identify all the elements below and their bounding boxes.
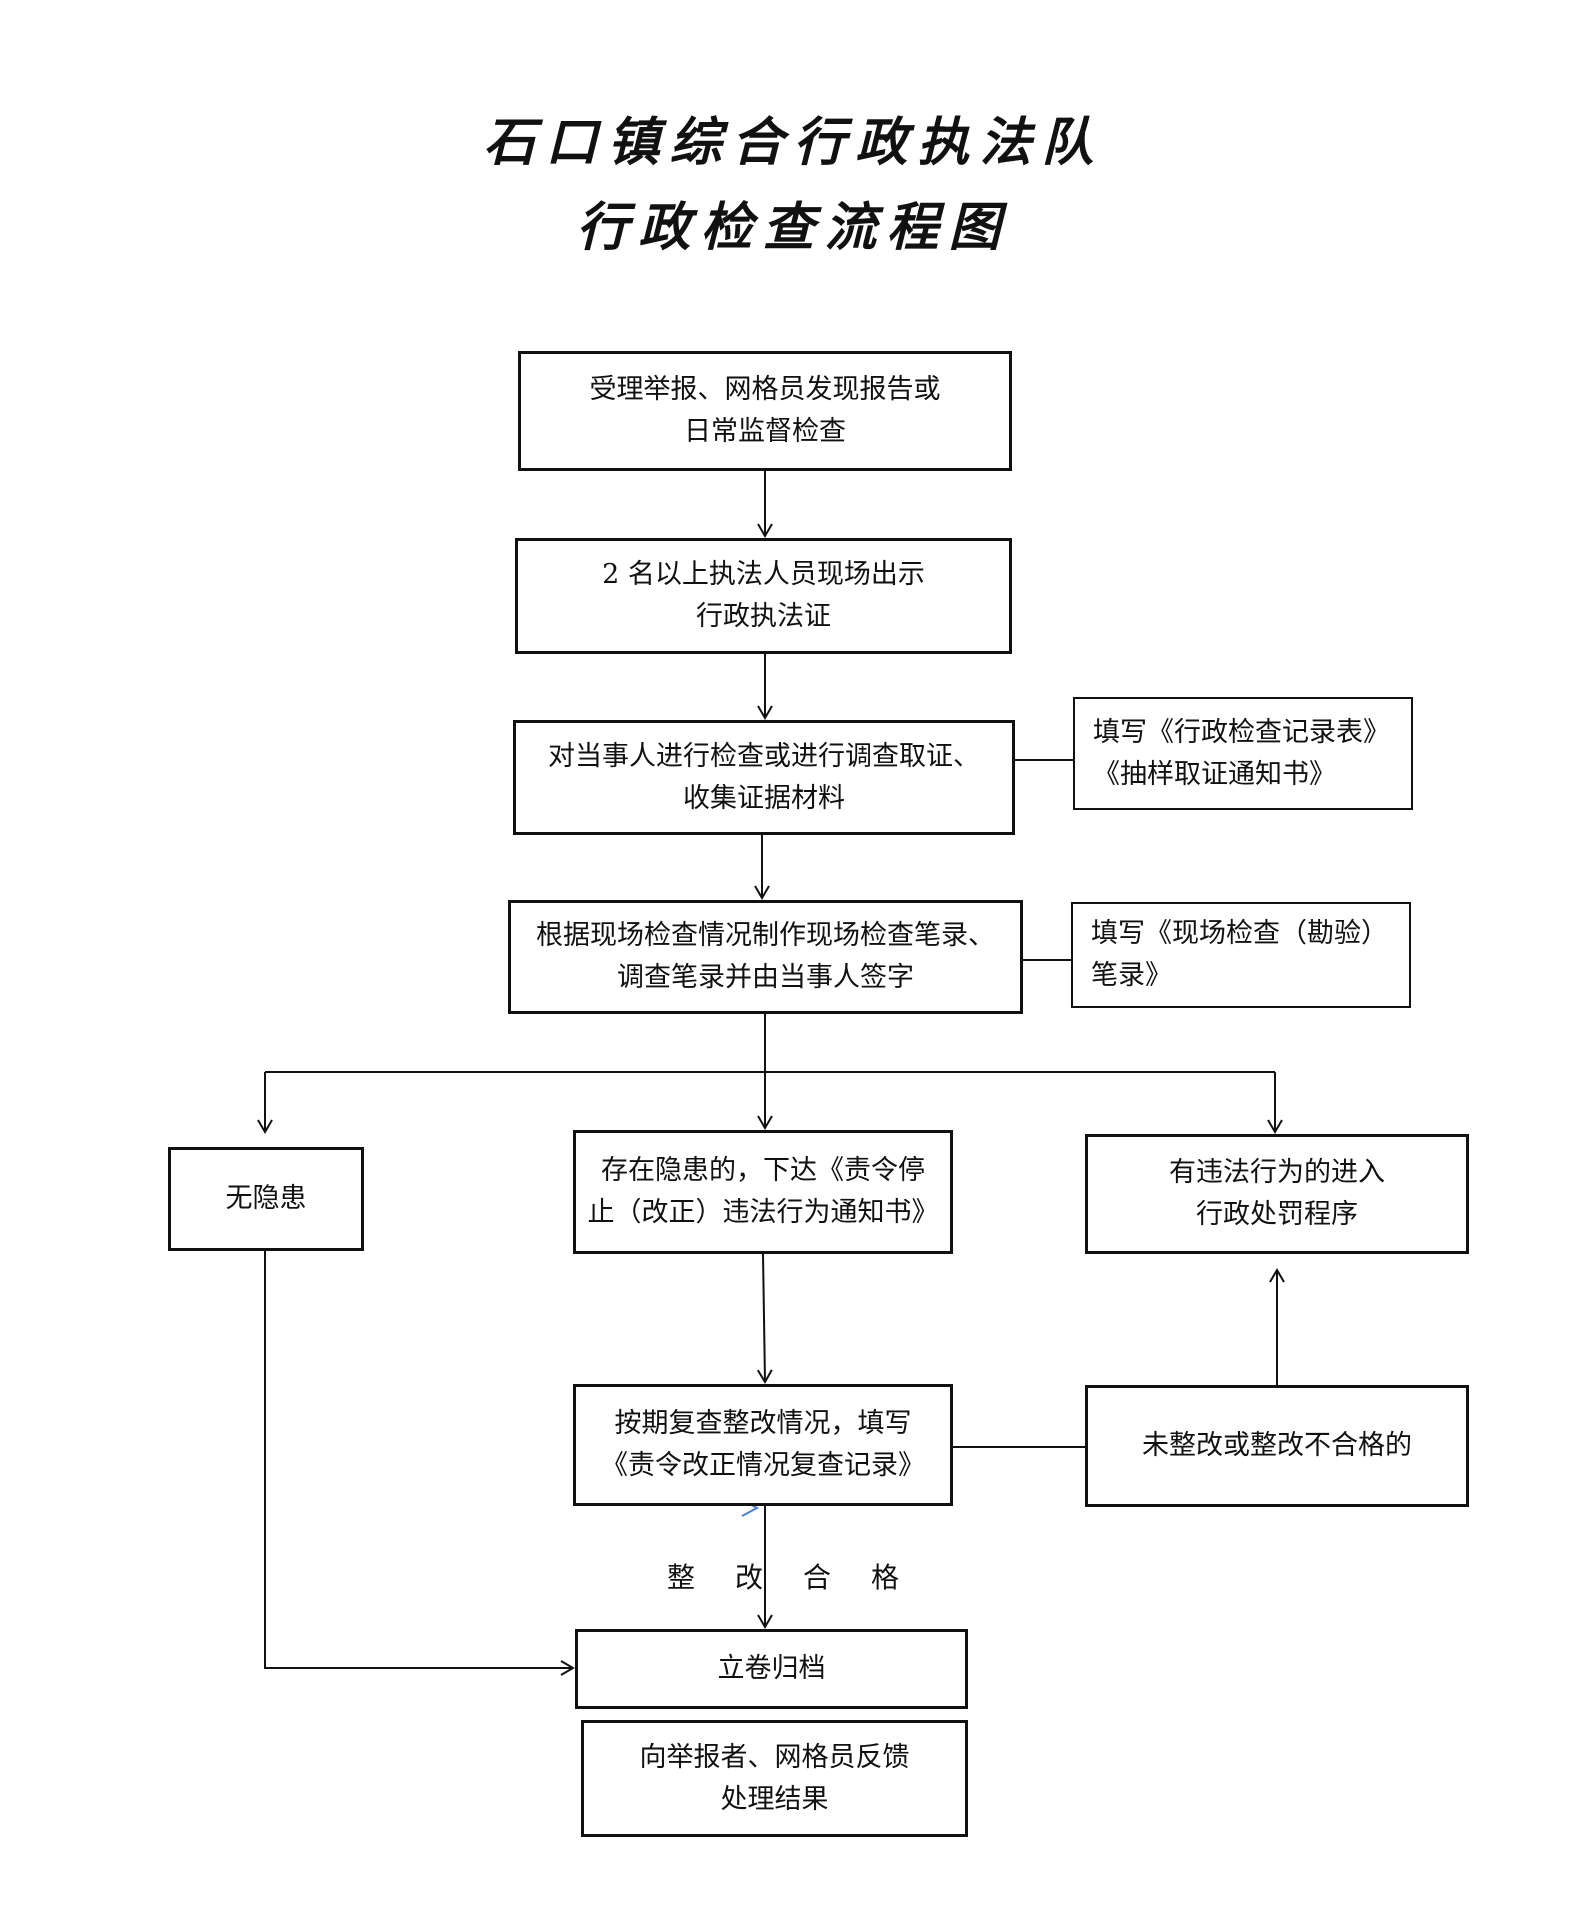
- node-feedback-line-2: 处理结果: [720, 1783, 829, 1815]
- node-recheck-line-2: 《责令改正情况复查记录》: [601, 1450, 925, 1481]
- node-penalty: 有违法行为的进入 行政处罚程序: [1085, 1134, 1469, 1254]
- node-record: 根据现场检查情况制作现场检查笔录、 调查笔录并由当事人签字: [508, 900, 1023, 1014]
- node-inspect-note-line-1: 填写《行政检查记录表》: [1093, 716, 1390, 748]
- node-inspect-line-2: 收集证据材料: [683, 782, 845, 814]
- node-recheck-line-1: 按期复查整改情况，填写: [614, 1408, 912, 1439]
- node-failed: 未整改或整改不合格的: [1085, 1385, 1469, 1507]
- title-line-2: 行政检查流程图: [576, 197, 1011, 258]
- node-show-cert-line-1: 2 名以上执法人员现场出示: [602, 559, 925, 590]
- node-record-note-line-1: 填写《现场检查（勘验）: [1091, 918, 1388, 949]
- arrow-no-hazard-to-archive: [264, 1250, 575, 1676]
- node-feedback-line-1: 向举报者、网格员反馈: [639, 1741, 910, 1773]
- node-inspect-note: 填写《行政检查记录表》 《抽样取证通知书》: [1073, 697, 1413, 810]
- node-start-line-2: 日常监督检查: [684, 416, 846, 447]
- node-hazard-line-2: 止（改正）违法行为通知书》: [587, 1197, 939, 1228]
- node-record-note-line-2: 笔录》: [1091, 960, 1172, 991]
- label-passed: 整改合格: [667, 1561, 940, 1594]
- node-record-line-1: 根据现场检查情况制作现场检查笔录、: [536, 920, 995, 951]
- node-archive-line-1: 立卷归档: [717, 1653, 826, 1684]
- node-hazard: 存在隐患的，下达《责令停 止（改正）违法行为通知书》: [573, 1130, 953, 1254]
- node-inspect: 对当事人进行检查或进行调查取证、 收集证据材料: [513, 720, 1015, 835]
- node-failed-line-1: 未整改或整改不合格的: [1142, 1430, 1412, 1461]
- node-feedback: 向举报者、网格员反馈 处理结果: [581, 1720, 968, 1837]
- node-record-note: 填写《现场检查（勘验） 笔录》: [1071, 902, 1411, 1008]
- node-penalty-line-2: 行政处罚程序: [1196, 1199, 1358, 1230]
- node-penalty-line-1: 有违法行为的进入: [1169, 1157, 1385, 1188]
- node-inspect-note-line-2: 《抽样取证通知书》: [1093, 758, 1336, 790]
- node-inspect-line-1: 对当事人进行检查或进行调查取证、: [548, 740, 980, 772]
- node-record-line-2: 调查笔录并由当事人签字: [617, 962, 914, 993]
- node-hazard-line-1: 存在隐患的，下达《责令停: [601, 1155, 925, 1186]
- node-archive: 立卷归档: [575, 1629, 968, 1709]
- node-show-cert: 2 名以上执法人员现场出示 行政执法证: [515, 538, 1012, 654]
- node-no-hazard: 无隐患: [168, 1147, 364, 1251]
- node-start-line-1: 受理举报、网格员发现报告或: [589, 374, 941, 405]
- title-line-1: 石口镇综合行政执法队: [483, 112, 1104, 173]
- arrow-hazard-to-recheck: [756, 1253, 773, 1384]
- node-show-cert-line-2: 行政执法证: [696, 601, 831, 632]
- node-recheck: 按期复查整改情况，填写 《责令改正情况复查记录》: [573, 1384, 953, 1506]
- node-start: 受理举报、网格员发现报告或 日常监督检查: [518, 351, 1012, 471]
- node-no-hazard-line-1: 无隐患: [225, 1183, 307, 1214]
